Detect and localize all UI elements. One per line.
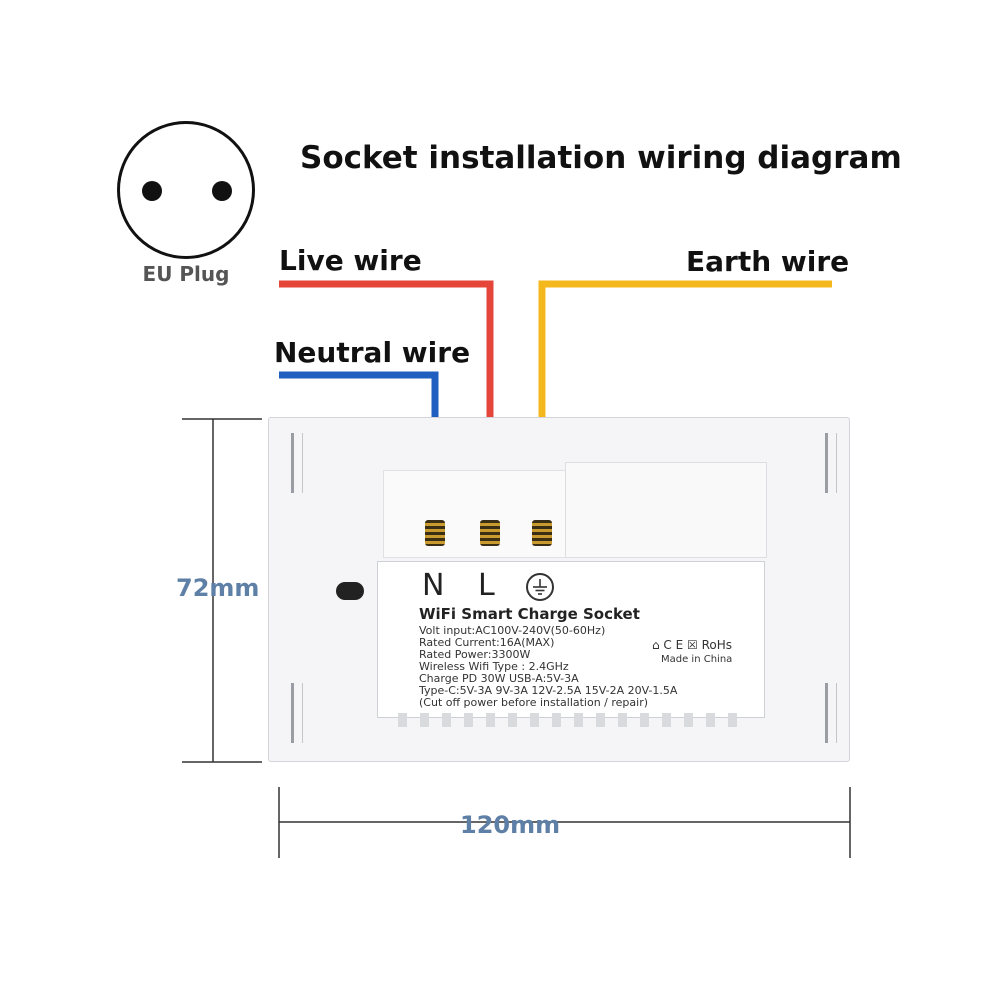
- vent-slot: [398, 713, 407, 727]
- vent-slot: [706, 713, 715, 727]
- vent-slot: [486, 713, 495, 727]
- spec-line: Wireless Wifi Type : 2.4GHz: [419, 660, 569, 673]
- vent-slot: [508, 713, 517, 727]
- mounting-slot: [336, 582, 364, 600]
- live-terminal-screw: [480, 520, 500, 546]
- spec-line: Volt input:AC100V-240V(50-60Hz): [419, 624, 606, 637]
- spec-line: Rated Power:3300W: [419, 648, 531, 661]
- neutral-terminal-letter: N: [422, 568, 445, 603]
- width-dimension-label: 120mm: [460, 811, 561, 839]
- certification-marks: ⌂ C E ☒ RoHs: [652, 638, 733, 652]
- mounting-clip: [291, 683, 303, 743]
- vent-slot: [662, 713, 671, 727]
- earth-ground-icon: [526, 573, 554, 601]
- earth-terminal-screw: [532, 520, 552, 546]
- diagram-title: Socket installation wiring diagram: [300, 140, 902, 176]
- vent-slot: [552, 713, 561, 727]
- mounting-clip: [825, 683, 837, 743]
- mounting-clip: [825, 433, 837, 493]
- plug-label: EU Plug: [142, 262, 230, 286]
- live-wire-label: Live wire: [279, 244, 422, 277]
- vent-slot: [640, 713, 649, 727]
- earth-wire-label: Earth wire: [686, 245, 850, 278]
- vent-slot: [530, 713, 539, 727]
- product-name: WiFi Smart Charge Socket: [419, 605, 640, 623]
- spec-line: Charge PD 30W USB-A:5V-3A: [419, 672, 579, 685]
- mounting-clip: [291, 433, 303, 493]
- product-label-card: [377, 561, 765, 718]
- dimension-lines: [182, 418, 851, 858]
- spec-line: Type-C:5V-3A 9V-3A 12V-2.5A 15V-2A 20V-1…: [419, 684, 678, 697]
- spec-line: (Cut off power before installation / rep…: [419, 696, 649, 709]
- vent-slot: [420, 713, 429, 727]
- vent-slot: [464, 713, 473, 727]
- vent-slot: [442, 713, 451, 727]
- vent-slot: [728, 713, 737, 727]
- spec-line: Rated Current:16A(MAX): [419, 636, 555, 649]
- neutral-terminal-screw: [425, 520, 445, 546]
- top-module: [565, 462, 767, 558]
- vent-slot: [684, 713, 693, 727]
- vent-slot: [618, 713, 627, 727]
- neutral-wire-label: Neutral wire: [274, 336, 471, 369]
- vent-slot: [574, 713, 583, 727]
- height-dimension-label: 72mm: [176, 574, 260, 602]
- plug-pin-left: [142, 181, 162, 201]
- live-terminal-letter: L: [478, 568, 495, 603]
- origin-text: Made in China: [661, 654, 733, 665]
- plug-pin-right: [212, 181, 232, 201]
- eu-plug-icon: [117, 121, 255, 259]
- vent-slot: [596, 713, 605, 727]
